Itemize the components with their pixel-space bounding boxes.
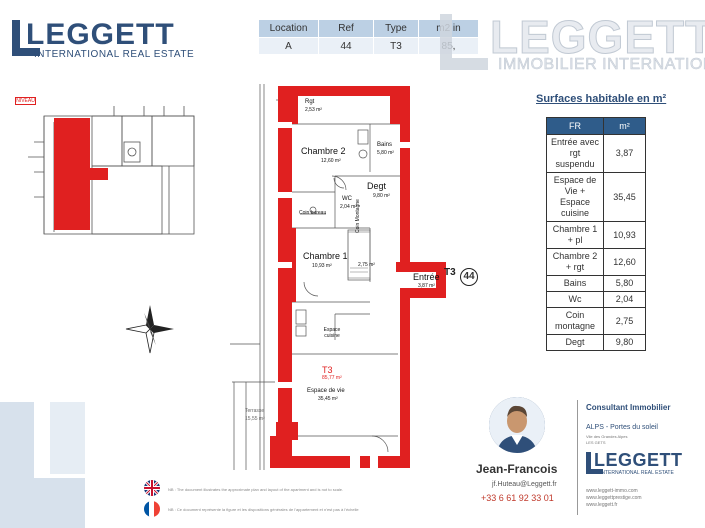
note-french: NB : Ce document représente la figure et… bbox=[168, 507, 359, 512]
uk-flag-icon bbox=[144, 480, 160, 496]
room-area-bains: 5,80 m² bbox=[377, 150, 394, 156]
consultant-address-line2: LES GETS bbox=[586, 440, 606, 445]
logo-wordmark: LEGGETT bbox=[26, 18, 175, 51]
logo-mark-icon bbox=[12, 20, 42, 56]
unit-number-badge: 44 bbox=[460, 268, 478, 286]
watermark-tagline: IMMOBILIER INTERNATIONAL bbox=[498, 56, 705, 74]
surfaces-header-room: FR bbox=[546, 117, 604, 135]
room-area-terrasse: 15,55 m² bbox=[245, 416, 265, 422]
room-value: 12,60 bbox=[603, 248, 646, 276]
france-flag-icon bbox=[144, 501, 160, 517]
room-label-coin-montagne: Coin Montagne bbox=[355, 199, 361, 233]
room-label-bains: Bains bbox=[377, 142, 393, 148]
unit-type-badge: T3 bbox=[444, 267, 456, 278]
room-label-chambre2: Chambre 2 bbox=[301, 146, 346, 156]
consultant-address-line1: Vile des Grandes Alpes bbox=[586, 434, 628, 439]
room-value: 2,04 bbox=[603, 291, 646, 308]
room-label-wc: WC bbox=[342, 196, 352, 202]
site-plan-diagram bbox=[28, 106, 195, 235]
room-area-entree: 3,87 m² bbox=[418, 283, 435, 289]
room-area-degt: 9,80 m² bbox=[373, 193, 390, 199]
agent-email[interactable]: jf.Huteau@Leggett.fr bbox=[492, 481, 557, 488]
room-value: 10,93 bbox=[603, 221, 646, 249]
decorative-l-base bbox=[0, 478, 85, 528]
compass-rose-icon bbox=[125, 305, 174, 354]
footer-logo-tagline: INTERNATIONAL REAL ESTATE bbox=[600, 470, 674, 476]
room-area-coin-montagne: 2,75 m² bbox=[358, 262, 375, 268]
website-link[interactable]: www.leggett-immo.com bbox=[586, 488, 638, 494]
site-plan-level-tag: NIVEAU bbox=[15, 97, 36, 105]
website-link[interactable]: www.leggett.fr bbox=[586, 502, 618, 508]
note-english: NB : The document illustrates the approx… bbox=[168, 487, 344, 492]
room-area-espace-vie: 35,45 m² bbox=[318, 396, 338, 402]
room-label-terrasse: Terrasse bbox=[245, 408, 265, 414]
header-type: Type bbox=[373, 19, 419, 38]
room-name: Bains bbox=[546, 275, 604, 292]
room-value: 2,75 bbox=[603, 307, 646, 335]
room-label-espace-vie: Espace de vie bbox=[307, 388, 345, 394]
room-area-rgt: 2,53 m² bbox=[305, 107, 322, 113]
watermark-wordmark: LEGGETT bbox=[489, 11, 705, 64]
room-value: 3,87 bbox=[603, 134, 646, 173]
room-value: 9,80 bbox=[603, 334, 646, 351]
footer-logo-wordmark: LEGGETT bbox=[594, 450, 683, 470]
cell-ref: 44 bbox=[318, 37, 374, 55]
room-label-degt: Degt bbox=[367, 181, 387, 191]
room-label-t3: T3 bbox=[322, 365, 333, 375]
room-name: Coin montagne bbox=[546, 307, 604, 335]
room-label-entree: Entrée bbox=[413, 272, 440, 282]
header-ref: Ref bbox=[318, 19, 374, 38]
room-label-coin-bureau: Coin bureau bbox=[299, 210, 327, 216]
room-name: Chambre 1 + pl bbox=[546, 221, 604, 249]
cell-location: A bbox=[258, 37, 319, 55]
agent-name: Jean-Francois bbox=[476, 462, 558, 476]
room-name: Espace de Vie + Espace cuisine bbox=[546, 172, 604, 222]
room-label-espace-cuisine: Espace cuisine bbox=[323, 327, 341, 339]
website-link[interactable]: www.leggettprestige.com bbox=[586, 495, 642, 501]
floor-plan-drawing bbox=[230, 84, 446, 470]
cell-type: T3 bbox=[373, 37, 419, 55]
room-area-t3: 85,77 m² bbox=[322, 375, 342, 381]
room-name: Wc bbox=[546, 291, 604, 308]
consultant-role: Consultant Immobilier bbox=[586, 403, 671, 412]
room-value: 5,80 bbox=[603, 275, 646, 292]
room-area-chambre2: 12,60 m² bbox=[321, 158, 341, 164]
room-name: Entrée avec rgt suspendu bbox=[546, 134, 604, 173]
surfaces-title: Surfaces habitable en m² bbox=[536, 93, 667, 105]
consultant-region: ALPS - Portes du soleil bbox=[586, 424, 658, 431]
agent-portrait-icon bbox=[489, 397, 545, 453]
logo-tagline: INTERNATIONAL REAL ESTATE bbox=[34, 49, 195, 60]
room-name: Chambre 2 + rgt bbox=[546, 248, 604, 276]
watermark-mark-icon bbox=[440, 14, 488, 70]
room-area-wc: 2,04 m² bbox=[340, 204, 357, 210]
room-label-rgt: Rgt bbox=[305, 99, 315, 105]
agent-phone[interactable]: +33 6 61 92 33 01 bbox=[481, 493, 554, 503]
room-area-chambre1: 10,93 m² bbox=[312, 263, 332, 269]
surfaces-header-area: m² bbox=[603, 117, 646, 135]
room-label-chambre1: Chambre 1 bbox=[303, 251, 348, 261]
room-name: Degt bbox=[546, 334, 604, 351]
decorative-l-shape-inner bbox=[50, 402, 85, 474]
agent-avatar bbox=[489, 397, 545, 453]
room-value: 35,45 bbox=[603, 172, 646, 222]
agent-divider bbox=[577, 400, 578, 515]
header-location: Location bbox=[258, 19, 319, 38]
